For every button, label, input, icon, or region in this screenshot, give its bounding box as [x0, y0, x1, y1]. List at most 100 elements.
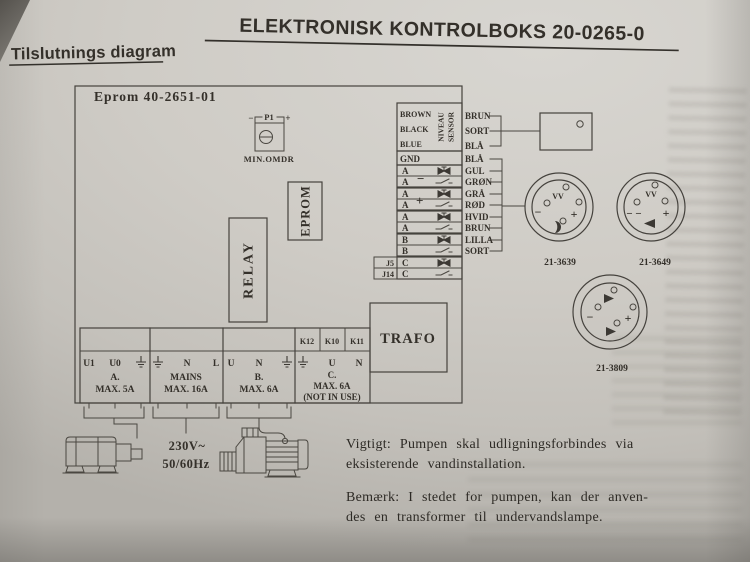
- jumper-label: J5: [386, 259, 394, 268]
- cable-b-wires: [230, 402, 288, 409]
- minus-marking: −: [535, 205, 542, 219]
- terminal-a: A: [402, 166, 409, 176]
- frequency: 50/60Hz: [162, 457, 209, 471]
- io-wire-bus: [489, 158, 526, 252]
- connector-21-3809: − + 21-3809: [572, 274, 648, 374]
- pin-icon: [610, 286, 618, 294]
- terminal-label: N: [256, 359, 263, 369]
- supply-label: 230V~ 50/60Hz: [162, 439, 209, 471]
- earth-icon: [282, 356, 292, 368]
- subtitle-underline: [9, 61, 164, 66]
- terminal-a: A: [402, 223, 409, 233]
- pair-minus-sign: −: [417, 171, 424, 186]
- voltage: 230V~: [169, 439, 206, 453]
- pin-icon: [651, 181, 659, 189]
- terminal-label: U1: [83, 359, 95, 369]
- terminal-c: C: [402, 269, 409, 279]
- relay-block: RELAY: [228, 217, 268, 323]
- level-sensor-box: [539, 112, 593, 151]
- section-rating: MAX. 6A: [314, 381, 351, 391]
- power-terminal-strip: K12 K10 K11 U1 U0 N L U N U N A. MAX. 5A…: [79, 327, 371, 404]
- connector-21-3649: VV − − + 21-3649: [616, 172, 686, 268]
- minus-marking: −: [587, 310, 594, 324]
- section-note: (NOT IN USE): [303, 392, 360, 402]
- terminal-a: A: [402, 200, 409, 210]
- terminal-b: B: [402, 235, 408, 245]
- pin-icon: [633, 198, 641, 206]
- wire-label: BROWN: [400, 110, 431, 119]
- wire-color: RØD: [465, 200, 486, 210]
- pin-icon: [559, 217, 567, 225]
- pin-icon: [543, 199, 551, 207]
- note-important-line2: eksisterende vandinstallation.: [346, 457, 526, 472]
- earth-icon: [136, 356, 146, 368]
- cables: [83, 402, 292, 439]
- section-rating: MAX. 5A: [95, 385, 134, 395]
- board-label: Eprom 40-2651-01: [94, 89, 217, 104]
- terminal-label: U0: [109, 359, 121, 369]
- trafo-label: TRAFO: [380, 331, 436, 347]
- terminal-label: N: [184, 359, 191, 369]
- gnd-color: BLÅ: [465, 154, 484, 164]
- pump-terminal-icon: [281, 437, 289, 445]
- jumper-label: J14: [382, 270, 394, 279]
- wire-color: GRØN: [465, 177, 493, 187]
- section-rating: MAX. 6A: [239, 385, 278, 395]
- wire-color: GUL: [465, 166, 485, 176]
- eprom-block: EPROM: [287, 181, 323, 241]
- cable-clamp: [226, 406, 292, 419]
- plus-marking: +: [663, 206, 670, 220]
- terminal-label: U: [228, 359, 235, 369]
- sensor-wires: [489, 115, 541, 147]
- cable-clamp: [83, 406, 145, 419]
- ext-wire-label: BLÅ: [465, 141, 484, 151]
- key-notch-icon: [555, 221, 561, 233]
- pin-icon: [629, 303, 637, 311]
- pair-plus-sign: +: [416, 193, 423, 208]
- title-underline: [204, 39, 679, 52]
- potentiometer-p1: P1 − + MIN.OMDR: [244, 112, 295, 164]
- valve-symbol: [437, 166, 451, 268]
- gnd-terminal: GND: [400, 154, 421, 164]
- relay-label: RELAY: [242, 241, 257, 299]
- terminal-a: A: [402, 177, 409, 187]
- note-important-line1: Vigtigt: Pumpen skal udligningsforbindes…: [346, 437, 634, 452]
- pot-plus: +: [285, 113, 290, 123]
- earth-icon: [153, 356, 163, 368]
- jumper-j14: J14: [373, 267, 398, 280]
- ext-wire-label: BRUN: [465, 111, 491, 121]
- connector-21-3639: VV − + 21-3639: [524, 172, 594, 268]
- section-name: A.: [110, 373, 119, 383]
- note-remark-line2: des en transformer til undervandslampe.: [346, 510, 603, 525]
- key-triangle-icon: [606, 327, 616, 336]
- sensor-vertical-label: NIVEAU: [437, 112, 446, 142]
- k-label: K10: [325, 337, 339, 346]
- terminal-label: U: [329, 359, 336, 369]
- switch-symbol: [435, 178, 453, 276]
- eprom-label: EPROM: [299, 185, 313, 237]
- terminal-a: A: [402, 212, 409, 222]
- cable-to-motor: [113, 417, 138, 439]
- k-label: K11: [350, 337, 364, 346]
- terminal-c: C: [402, 258, 409, 268]
- wire-color: BRUN: [465, 223, 491, 233]
- trafo-block: TRAFO: [369, 302, 448, 373]
- wire-label: BLUE: [400, 140, 422, 149]
- sensor-led-icon: [576, 120, 584, 128]
- pin-icon: [594, 303, 602, 311]
- actuator-motor-drawing: [62, 436, 143, 474]
- pump-drawing: [219, 427, 309, 478]
- cable-a-wires: [88, 402, 142, 409]
- key-triangle-icon: [644, 219, 655, 228]
- cable-clamp: [152, 406, 220, 419]
- pot-caption: MIN.OMDR: [244, 154, 295, 164]
- niveau-sensor-terminal: BROWN BLACK BLUE NIVEAU SENSOR BRUN SORT…: [396, 102, 593, 152]
- cable-to-pump: [258, 417, 286, 439]
- pin-icon: [661, 197, 669, 205]
- sensor-vertical-label: SENSOR: [447, 111, 456, 142]
- page-subtitle: Tilslutnings diagram: [9, 42, 176, 66]
- terminal-a: A: [402, 189, 409, 199]
- lamp-marking: VV: [645, 190, 657, 199]
- pin-icon: [575, 198, 583, 206]
